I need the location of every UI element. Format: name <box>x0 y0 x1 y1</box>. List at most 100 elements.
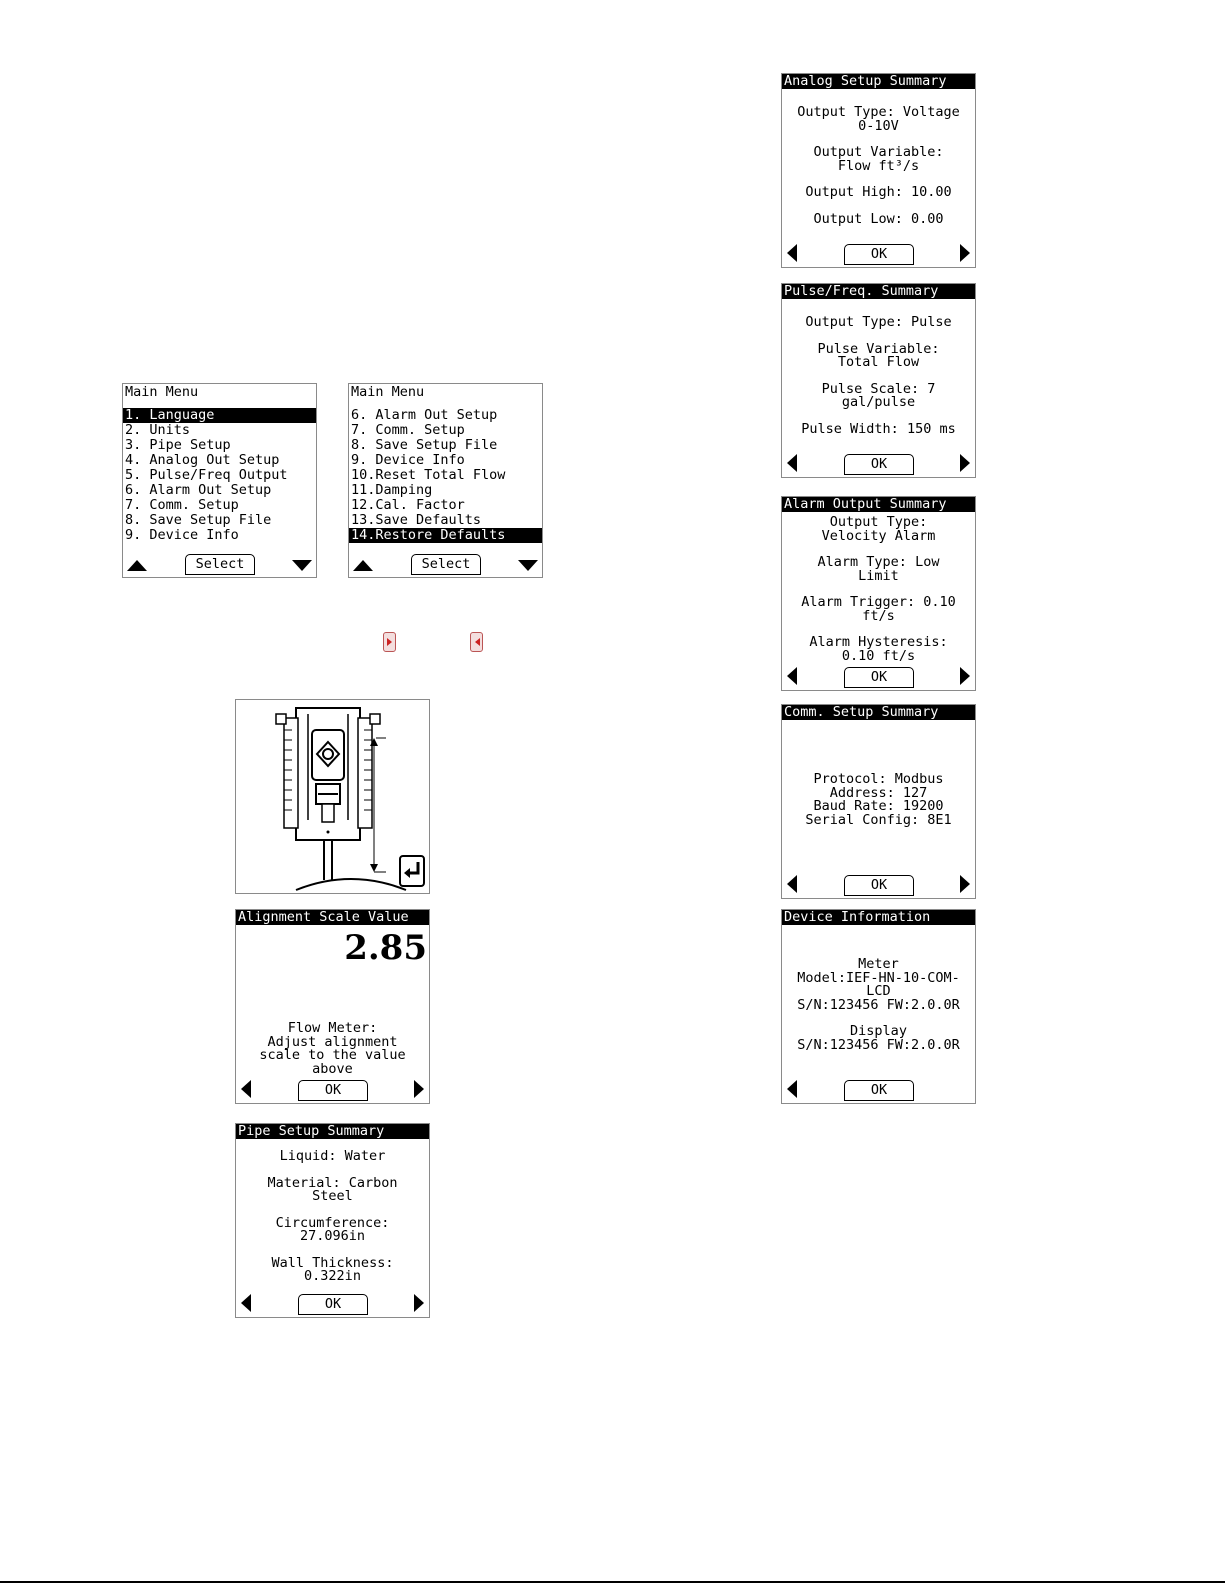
summary-line: 0.10 ft/s <box>841 647 916 664</box>
device-information-screen: Device Information Meter Model:IEF-HN-10… <box>781 909 976 1104</box>
main-menu-list: 6. Alarm Out Setup 7. Comm. Setup 8. Sav… <box>349 408 542 543</box>
ok-button[interactable]: OK <box>844 1080 914 1101</box>
menu-item-comm-setup[interactable]: 7. Comm. Setup <box>125 497 239 513</box>
screen-title: Pipe Setup Summary <box>236 1124 429 1139</box>
info-line: S/N:123456 FW:2.0.0R <box>797 1036 960 1053</box>
main-menu-title: Main Menu <box>125 384 199 400</box>
summary-line: Alarm Hysteresis: <box>809 634 948 650</box>
screen-title: Pulse/Freq. Summary <box>782 284 975 299</box>
info-line: Display <box>850 1023 907 1039</box>
summary-line: 0-10V <box>858 117 899 134</box>
summary-line: Pulse Variable: <box>817 340 940 357</box>
summary-line: Output High: 10.00 <box>805 184 952 200</box>
summary-line: Output Variable: <box>813 144 944 160</box>
summary-line: Limit <box>858 567 899 584</box>
menu-item-device-info[interactable]: 9. Device Info <box>351 452 465 468</box>
summary-line: Flow ft³/s <box>837 157 920 174</box>
summary-line: Output Type: Voltage <box>797 104 960 120</box>
info-line: Model:IEF-HN-10-COM- <box>797 969 960 986</box>
alignment-instructions: Flow Meter: Adjust alignment scale to th… <box>236 1020 429 1077</box>
summary-line: Output Type: <box>829 514 928 530</box>
menu-item-reset-total-flow[interactable]: 10.Reset Total Flow <box>351 467 506 483</box>
left-arrow-icon[interactable] <box>241 1294 251 1312</box>
summary-line: Circumference: <box>275 1214 390 1231</box>
analog-setup-summary-screen: Analog Setup Summary Output Type: Voltag… <box>781 73 976 268</box>
menu-item-analog-out-setup[interactable]: 4. Analog Out Setup <box>125 452 280 468</box>
menu-item-alarm-out-setup[interactable]: 6. Alarm Out Setup <box>125 482 272 498</box>
pipe-setup-summary-screen: Pipe Setup Summary Liquid: Water Materia… <box>235 1123 430 1318</box>
right-arrow-icon[interactable] <box>960 875 970 893</box>
summary-line: Wall Thickness: <box>271 1254 394 1271</box>
ok-button[interactable]: OK <box>844 875 914 896</box>
down-arrow-icon[interactable] <box>518 560 538 571</box>
summary-line: Baud Rate: 19200 <box>813 798 944 814</box>
menu-item-pipe-setup[interactable]: 3. Pipe Setup <box>125 437 231 453</box>
instruction-line: Flow Meter: <box>287 1020 378 1036</box>
ok-button[interactable]: OK <box>844 454 914 475</box>
comm-summary-body: Protocol: Modbus Address: 127 Baud Rate:… <box>782 772 975 872</box>
comm-setup-summary-screen: Comm. Setup Summary Protocol: Modbus Add… <box>781 704 976 899</box>
up-arrow-icon[interactable] <box>127 560 147 571</box>
right-arrow-icon[interactable] <box>960 244 970 262</box>
meter-illustration-screen <box>235 699 430 894</box>
info-line: Meter <box>858 956 899 972</box>
summary-line: Alarm Type: Low <box>817 554 940 570</box>
right-arrow-icon[interactable] <box>414 1080 424 1098</box>
summary-line: Address: 127 <box>829 784 928 801</box>
summary-line: Output Type: Pulse <box>805 314 952 330</box>
left-arrow-icon[interactable] <box>787 244 797 262</box>
menu-item-restore-defaults[interactable]: 14.Restore Defaults <box>349 528 542 543</box>
menu-item-cal-factor[interactable]: 12.Cal. Factor <box>351 497 465 513</box>
pipe-summary-body: Liquid: Water Material: Carbon Steel Cir… <box>236 1149 429 1291</box>
left-arrow-icon[interactable] <box>787 875 797 893</box>
summary-line: Steel <box>312 1188 353 1204</box>
ok-button[interactable]: OK <box>844 244 914 265</box>
alignment-value: 2.85 <box>344 928 427 968</box>
summary-line: Pulse Width: 150 ms <box>801 420 956 437</box>
screen-title: Analog Setup Summary <box>782 74 975 89</box>
enter-key-icon[interactable] <box>399 855 425 887</box>
menu-item-pulse-freq-output[interactable]: 5. Pulse/Freq Output <box>125 467 288 483</box>
ok-button[interactable]: OK <box>298 1294 368 1315</box>
summary-line: Serial Config: 8E1 <box>805 811 952 828</box>
main-menu-list: 1. Language 2. Units 3. Pipe Setup 4. An… <box>123 408 316 543</box>
left-arrow-icon[interactable] <box>787 1080 797 1098</box>
left-arrow-icon[interactable] <box>787 454 797 472</box>
ok-button[interactable]: OK <box>298 1080 368 1101</box>
main-menu-screen-2: Main Menu 6. Alarm Out Setup 7. Comm. Se… <box>348 383 543 578</box>
right-arrow-key-icon <box>383 632 396 652</box>
menu-item-language[interactable]: 1. Language <box>123 408 316 423</box>
summary-line: Pulse Scale: 7 <box>821 380 936 397</box>
right-arrow-icon[interactable] <box>414 1294 424 1312</box>
menu-item-comm-setup[interactable]: 7. Comm. Setup <box>351 422 465 438</box>
select-button[interactable]: Select <box>185 554 255 575</box>
main-menu-screen-1: Main Menu 1. Language 2. Units 3. Pipe S… <box>122 383 317 578</box>
summary-line: Total Flow <box>837 354 920 370</box>
left-arrow-key-icon <box>470 632 483 652</box>
left-arrow-icon[interactable] <box>787 667 797 685</box>
menu-item-save-defaults[interactable]: 13.Save Defaults <box>351 512 482 528</box>
ok-button[interactable]: OK <box>844 667 914 688</box>
screen-title: Comm. Setup Summary <box>782 705 975 720</box>
right-arrow-icon[interactable] <box>960 454 970 472</box>
menu-item-units[interactable]: 2. Units <box>125 422 191 438</box>
menu-item-alarm-out-setup[interactable]: 6. Alarm Out Setup <box>351 407 498 423</box>
instruction-line: scale to the value <box>259 1047 406 1063</box>
analog-summary-body: Output Type: Voltage 0-10V Output Variab… <box>782 104 975 241</box>
left-arrow-icon[interactable] <box>241 1080 251 1098</box>
info-line: LCD <box>866 983 891 999</box>
summary-line: 0.322in <box>304 1268 361 1284</box>
down-arrow-icon[interactable] <box>292 560 312 571</box>
menu-item-save-setup-file[interactable]: 8. Save Setup File <box>125 512 272 528</box>
menu-item-save-setup-file[interactable]: 8. Save Setup File <box>351 437 498 453</box>
summary-line: gal/pulse <box>841 394 916 410</box>
select-button[interactable]: Select <box>411 554 481 575</box>
main-menu-title: Main Menu <box>351 384 425 400</box>
right-arrow-icon[interactable] <box>960 667 970 685</box>
summary-line: Output Low: 0.00 <box>813 210 944 227</box>
instruction-line: above <box>312 1060 353 1077</box>
menu-item-device-info[interactable]: 9. Device Info <box>125 527 239 543</box>
up-arrow-icon[interactable] <box>353 560 373 571</box>
menu-item-damping[interactable]: 11.Damping <box>351 482 433 498</box>
alarm-summary-body: Output Type: Velocity Alarm Alarm Type: … <box>782 514 975 664</box>
